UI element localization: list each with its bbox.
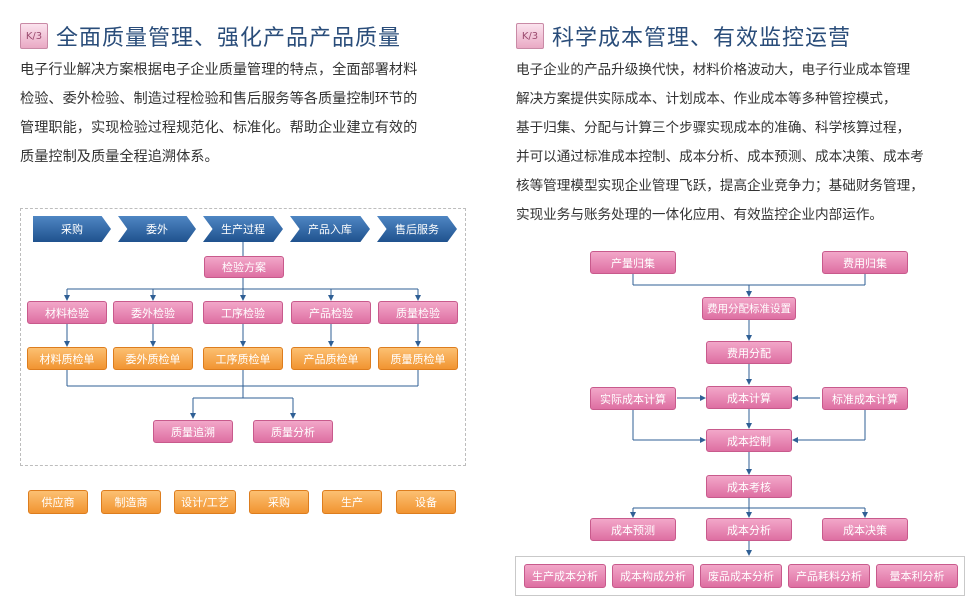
process-step: 售后服务 [377,216,457,242]
inspection-box: 质量检验 [378,301,458,324]
left-paragraph-line: 质量控制及质量全程追溯体系。 [20,149,219,165]
inspection-form-box: 产品质检单 [291,347,371,370]
left-paragraph: 电子行业解决方案根据电子企业质量管理的特点，全面部署材料 检验、委外检验、制造过… [20,56,417,172]
cost-allocation-box: 费用分配 [706,341,792,364]
right-paragraph-line: 基于归集、分配与计算三个步骤实现成本的准确、科学核算过程， [516,120,911,136]
process-step: 产品入库 [290,216,370,242]
cost-calc-box: 成本计算 [706,386,792,409]
inspection-form-box: 工序质检单 [203,347,283,370]
report-box: 量本利分析 [876,564,958,588]
quality-analysis-box: 质量分析 [253,420,333,443]
partner-box: 生产 [322,490,382,514]
right-paragraph-line: 核等管理模型实现企业管理飞跃，提高企业竞争力；基础财务管理， [516,178,924,194]
report-box: 废品成本分析 [700,564,782,588]
left-panel-title: K/3 全面质量管理、强化产品产品质量 [20,20,401,52]
kj-badge-icon: K/3 [516,23,544,49]
right-paragraph-line: 并可以通过标准成本控制、成本分析、成本预测、成本决策、成本考 [516,149,924,165]
cost-decision-box: 成本决策 [822,518,908,541]
partner-box: 设计/工艺 [174,490,236,514]
cost-forecast-box: 成本预测 [590,518,676,541]
right-paragraph: 电子企业的产品升级换代快，材料价格波动大，电子行业成本管理 解决方案提供实际成本… [516,56,924,230]
standard-cost-box: 标准成本计算 [822,387,908,410]
partner-box: 制造商 [101,490,161,514]
partner-box: 设备 [396,490,456,514]
report-box: 产品耗料分析 [788,564,870,588]
left-paragraph-line: 检验、委外检验、制造过程检验和售后服务等各质量控制环节的 [20,91,418,107]
inspection-form-box: 质量质检单 [378,347,458,370]
inspection-box: 工序检验 [203,301,283,324]
kj-badge-icon: K/3 [20,23,48,49]
cost-control-box: 成本控制 [706,429,792,452]
inspection-form-box: 委外质检单 [113,347,193,370]
inspection-form-box: 材料质检单 [27,347,107,370]
inspection-scheme-box: 检验方案 [204,256,284,278]
cost-assess-box: 成本考核 [706,475,792,498]
inspection-box: 委外检验 [113,301,193,324]
right-paragraph-line: 解决方案提供实际成本、计划成本、作业成本等多种管控模式， [516,91,897,107]
right-paragraph-line: 实现业务与账务处理的一体化应用、有效监控企业内部运作。 [516,207,884,223]
reports-frame [515,556,965,596]
process-step: 采购 [33,216,111,242]
inspection-box: 材料检验 [27,301,107,324]
output-collect-box: 产量归集 [590,251,676,274]
right-title: 科学成本管理、有效监控运营 [552,26,852,51]
quality-trace-box: 质量追溯 [153,420,233,443]
left-paragraph-line: 电子行业解决方案根据电子企业质量管理的特点，全面部署材料 [20,62,418,78]
report-box: 成本构成分析 [612,564,694,588]
cost-collect-box: 费用归集 [822,251,908,274]
partner-box: 采购 [249,490,309,514]
process-step: 生产过程 [203,216,283,242]
left-paragraph-line: 管理职能，实现检验过程规范化、标准化。帮助企业建立有效的 [20,120,418,136]
right-paragraph-line: 电子企业的产品升级换代快，材料价格波动大，电子行业成本管理 [516,62,911,78]
inspection-box: 产品检验 [291,301,371,324]
allocation-standard-box: 费用分配标准设置 [702,297,796,320]
left-diagram-frame [20,208,466,466]
report-box: 生产成本分析 [524,564,606,588]
left-title: 全面质量管理、强化产品产品质量 [56,26,402,51]
actual-cost-box: 实际成本计算 [590,387,676,410]
right-panel-title: K/3 科学成本管理、有效监控运营 [516,20,851,52]
process-step: 委外 [118,216,196,242]
partner-box: 供应商 [28,490,88,514]
cost-analysis-box: 成本分析 [706,518,792,541]
